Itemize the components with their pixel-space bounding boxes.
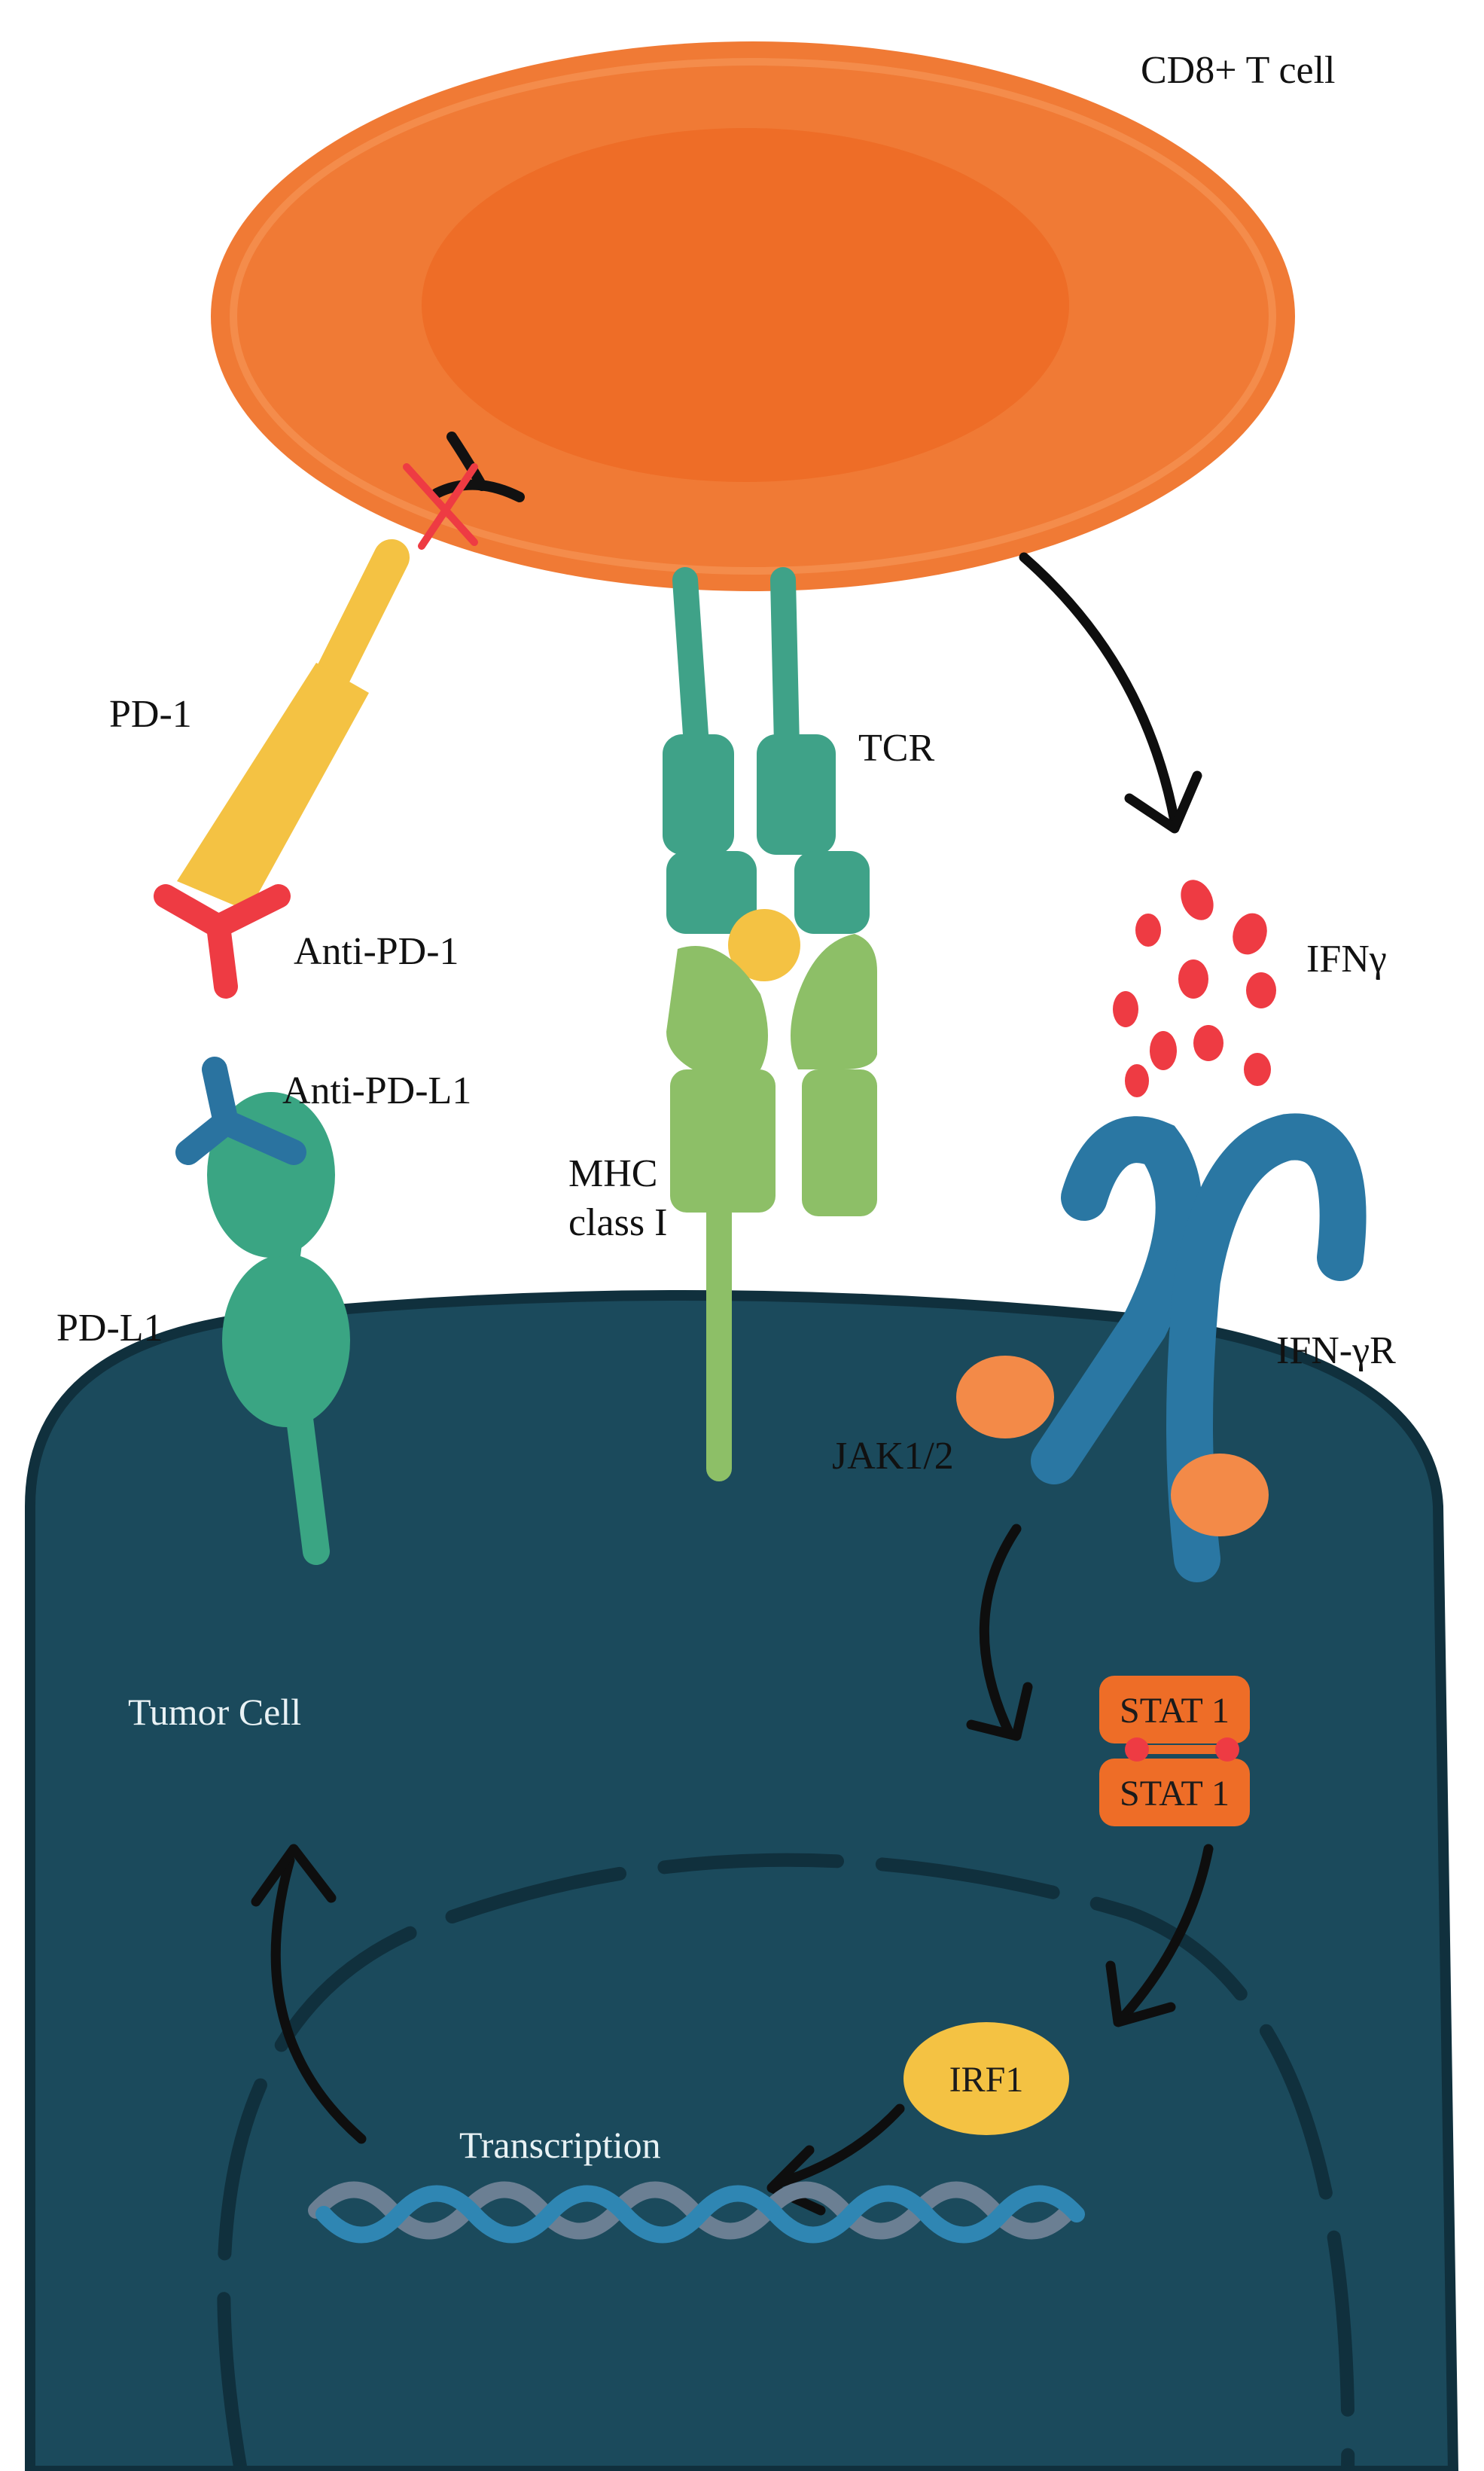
ifng-dot bbox=[1178, 959, 1208, 999]
transcription-label: Transcription bbox=[459, 2124, 661, 2166]
phospho-dot-left bbox=[1125, 1737, 1149, 1762]
irf1-shape bbox=[904, 2022, 1069, 2135]
anti-pd1-antibody bbox=[154, 884, 291, 999]
stat1-bottom-label: STAT 1 bbox=[1120, 1774, 1230, 1814]
ifng-receptor bbox=[1031, 1113, 1367, 1582]
irf1-to-dna-arrowhead bbox=[766, 2145, 826, 2216]
mhc-class-i bbox=[666, 934, 877, 1481]
tcr-right-stalk bbox=[770, 567, 800, 758]
pdl1-stalk bbox=[284, 1387, 330, 1565]
pdl1-ligand bbox=[207, 1092, 350, 1565]
phospho-dot-right bbox=[1215, 1737, 1239, 1762]
stat1-top-label: STAT 1 bbox=[1120, 1691, 1230, 1731]
ifng-dot bbox=[1113, 991, 1138, 1027]
inhibition-t-bar bbox=[431, 432, 525, 502]
jak-label: JAK1/2 bbox=[832, 1435, 954, 1478]
stat1-dimer: STAT 1 STAT 1 bbox=[1099, 1676, 1250, 1826]
pdl1-label: PD-L1 bbox=[56, 1307, 163, 1350]
irf1: IRF1 bbox=[904, 2022, 1069, 2135]
tcr-right-upper-domain bbox=[757, 734, 836, 855]
stat1-bottom-box bbox=[1099, 1759, 1250, 1826]
tcr-left-stalk bbox=[672, 567, 709, 758]
ifng-dot bbox=[1125, 1064, 1149, 1097]
tcr-complex bbox=[663, 567, 870, 981]
ifng-dot bbox=[1150, 1031, 1177, 1070]
tcr-label: TCR bbox=[858, 727, 934, 770]
jak-kinases bbox=[956, 1356, 1269, 1536]
mhc-label-line2: class I bbox=[568, 1201, 667, 1244]
tumor-cell-label: Tumor Cell bbox=[128, 1691, 301, 1733]
ifng-label: IFNγ bbox=[1306, 938, 1387, 981]
stat1-dimer-bridge bbox=[1137, 1745, 1220, 1754]
tcr-left-lower-domain bbox=[666, 851, 757, 934]
dna-helix bbox=[308, 2181, 1085, 2244]
ifngr-right-chain bbox=[1166, 1113, 1367, 1582]
mhc-right-upper-domain bbox=[791, 934, 877, 1069]
mhc-left-upper-domain bbox=[666, 946, 768, 1069]
irf1-to-dna-arrow bbox=[770, 2103, 905, 2189]
t-cell bbox=[211, 41, 1295, 591]
tcr-right-lower-domain bbox=[794, 851, 870, 934]
jak-to-stat-arrow bbox=[979, 1524, 1022, 1737]
antigen-peptide bbox=[728, 909, 800, 981]
ifng-dot bbox=[1244, 1053, 1271, 1086]
mhc-left-lower-domain bbox=[670, 1069, 776, 1213]
pd1-label: PD-1 bbox=[109, 693, 192, 736]
pd1-stalk bbox=[313, 539, 410, 696]
t-cell-label: CD8+ T cell bbox=[1141, 49, 1336, 92]
ifngr-left-chain bbox=[1031, 1116, 1202, 1484]
ifng-dot bbox=[1233, 913, 1267, 955]
inhibition-signal-blocked bbox=[403, 432, 525, 550]
ifng-molecules bbox=[1113, 880, 1276, 1097]
pd1-receptor bbox=[177, 539, 410, 911]
transcription-arrowhead bbox=[251, 1844, 337, 1907]
stat1-top-box bbox=[1099, 1676, 1250, 1743]
tumor-cell bbox=[25, 1290, 1459, 2471]
anti-pdl1-label: Anti-PD-L1 bbox=[282, 1069, 471, 1112]
pd1-body bbox=[177, 663, 369, 911]
block-x-icon bbox=[403, 463, 478, 550]
tcr-left-upper-domain bbox=[663, 734, 734, 855]
secretion-arrowhead bbox=[1124, 770, 1202, 834]
irf1-label: IRF1 bbox=[949, 2060, 1024, 2100]
mhc-right-lower-domain bbox=[802, 1069, 877, 1216]
anti-pd1-shape bbox=[154, 884, 291, 999]
secretion-arrow bbox=[1019, 552, 1180, 826]
mhc-label-line1: MHC bbox=[568, 1152, 657, 1195]
ifng-dot bbox=[1135, 914, 1161, 947]
tumor-cell-body bbox=[25, 1290, 1459, 2471]
t-cell-membrane-ring bbox=[230, 58, 1276, 575]
anti-pdl1-antibody bbox=[175, 1057, 306, 1165]
dna-strand-front bbox=[315, 2185, 1085, 2244]
t-cell-nucleus bbox=[422, 128, 1069, 482]
ifng-dot bbox=[1246, 972, 1276, 1008]
ifngr-label: IFN-γR bbox=[1276, 1329, 1396, 1372]
stat-to-irf1-arrowhead bbox=[1105, 1960, 1176, 2027]
jak-right bbox=[1171, 1454, 1269, 1536]
tumor-nucleus-envelope bbox=[217, 1853, 1355, 2471]
anti-pd1-label: Anti-PD-1 bbox=[294, 930, 459, 973]
ifng-dot bbox=[1193, 1025, 1223, 1061]
jak-left bbox=[956, 1356, 1054, 1438]
pdl1-lower-domain bbox=[222, 1254, 350, 1427]
stat-to-irf1-arrow bbox=[1117, 1844, 1214, 2024]
anti-pdl1-shape bbox=[175, 1057, 306, 1165]
jak-to-stat-arrowhead bbox=[966, 1682, 1033, 1741]
transcription-arrow bbox=[270, 1855, 367, 2144]
ifng-dot bbox=[1181, 880, 1214, 920]
